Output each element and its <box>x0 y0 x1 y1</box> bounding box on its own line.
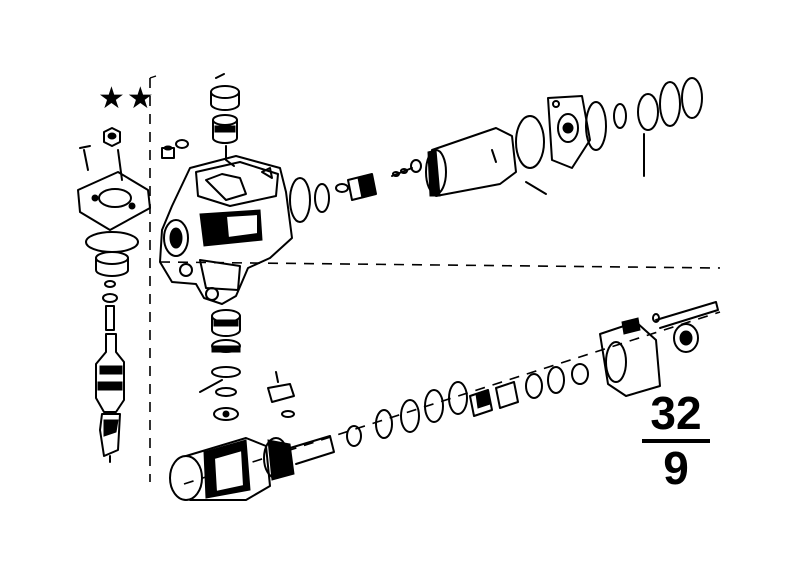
upper-rings <box>289 177 330 223</box>
control-valve-parts <box>335 167 413 201</box>
upper-bearing-stack <box>210 73 240 167</box>
sector-shaft-small-parts <box>102 280 118 331</box>
lower-seal-rings <box>346 381 468 447</box>
power-piston <box>169 435 335 501</box>
centerline-upper <box>159 261 721 269</box>
cover-seal-ring <box>85 231 139 277</box>
sector-shaft <box>95 333 125 463</box>
cover-plate-assembly <box>77 145 151 231</box>
lower-valve-parts <box>469 363 589 417</box>
adjuster-nut <box>103 127 121 147</box>
marker-stars: ★★ <box>98 81 156 116</box>
lock-plate <box>267 371 295 418</box>
lower-bearing-stack <box>199 309 241 421</box>
group-number: 32 <box>650 387 702 439</box>
sheet-number: 9 <box>663 442 689 494</box>
upper-plug-screws <box>161 139 189 159</box>
upper-end-cover <box>515 95 591 195</box>
upper-cylinder <box>410 127 517 197</box>
fraction-bar <box>642 439 710 443</box>
lower-end-housing <box>599 301 719 397</box>
steering-box-housing <box>159 155 293 305</box>
figure-number: 32 9 <box>636 390 716 491</box>
upper-end-rings <box>585 77 703 177</box>
